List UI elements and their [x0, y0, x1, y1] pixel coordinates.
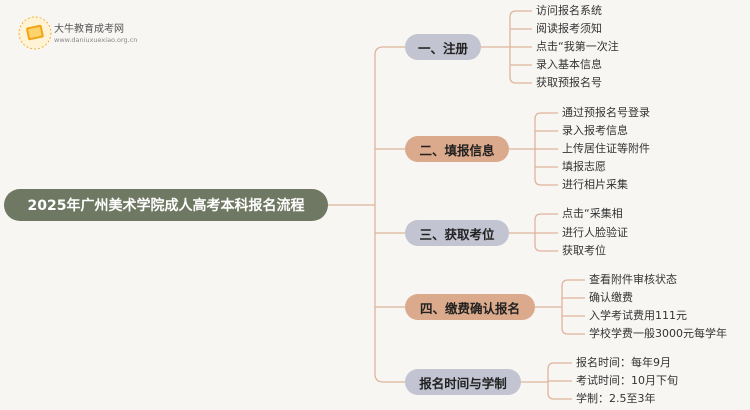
connector-line — [561, 279, 585, 287]
leaf-item: 阅读报考须知 — [536, 22, 602, 35]
leaf-item: 进行相片采集 — [562, 178, 628, 191]
leaf-item: 报名时间：每年9月 — [576, 356, 671, 369]
leaf-item: 学制：2.5至3年 — [576, 392, 656, 405]
leaf-item: 进行人脸验证 — [562, 226, 628, 239]
leaf-item: 获取预报名号 — [536, 76, 602, 89]
leaf-item: 获取考位 — [562, 244, 606, 257]
leaf-item: 录入报考信息 — [562, 124, 628, 137]
branch-time-schedule: 报名时间与学制 — [405, 369, 521, 395]
connector-line — [561, 327, 585, 335]
leaf-item: 点击“采集相 — [562, 207, 623, 220]
site-logo: 大牛教育成考网 www.daniuxuexiao.org.cn — [18, 16, 158, 50]
book-logo-icon — [18, 16, 52, 50]
leaf-item: 访问报名系统 — [536, 4, 602, 17]
connector-line — [509, 76, 532, 84]
logo-url: www.daniuxuexiao.org.cn — [54, 36, 138, 44]
leaf-item: 点击“我第一次注 — [536, 40, 619, 53]
connector-line — [509, 10, 532, 18]
leaf-item: 入学考试费用111元 — [589, 309, 687, 322]
leaf-item: 录入基本信息 — [536, 58, 602, 71]
connector-line — [534, 244, 558, 252]
logo-title: 大牛教育成考网 — [54, 24, 124, 35]
connector-line — [534, 112, 558, 120]
branch-fill-info: 二、填报信息 — [405, 136, 509, 162]
connector-line — [547, 392, 572, 400]
branch-pay-confirm: 四、缴费确认报名 — [405, 294, 535, 320]
connector-line — [534, 213, 558, 221]
leaf-item: 通过预报名号登录 — [562, 106, 650, 119]
connector-line — [374, 46, 405, 56]
leaf-item: 学校学费一般3000元每学年 — [589, 327, 727, 340]
connector-line — [534, 178, 558, 186]
leaf-item: 上传居住证等附件 — [562, 142, 650, 155]
connector-line — [547, 362, 572, 370]
branch-get-seat: 三、获取考位 — [405, 220, 509, 246]
leaf-item: 填报志愿 — [562, 160, 606, 173]
leaf-item: 考试时间：10月下旬 — [576, 374, 678, 387]
leaf-item: 确认缴费 — [589, 291, 633, 304]
branch-register: 一、注册 — [405, 34, 481, 60]
root-node: 2025年广州美术学院成人高考本科报名流程 — [4, 189, 328, 221]
connector-line — [374, 373, 405, 383]
leaf-item: 查看附件审核状态 — [589, 273, 677, 286]
